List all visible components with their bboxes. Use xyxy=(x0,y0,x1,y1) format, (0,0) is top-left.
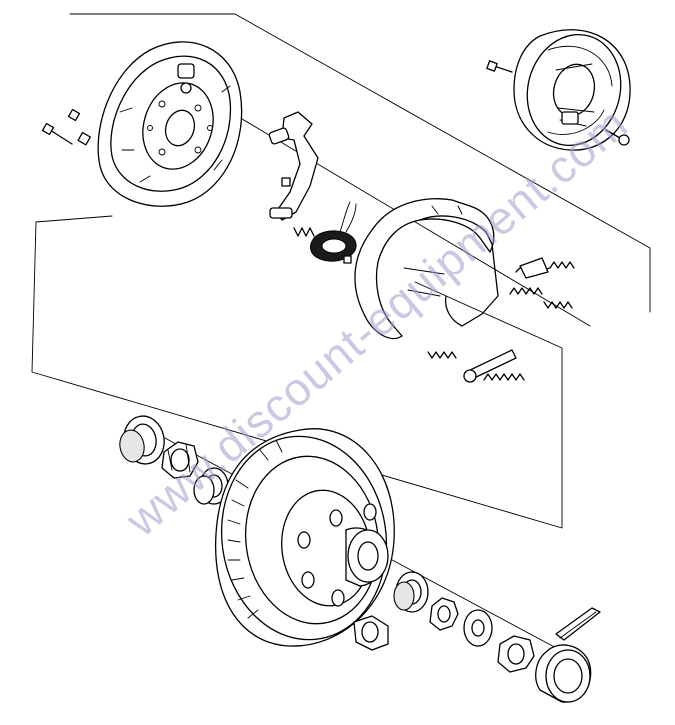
brake-backing-plate xyxy=(97,41,243,207)
actuating-lever xyxy=(268,111,319,221)
hold-down-springs xyxy=(427,301,573,359)
outer-bearing xyxy=(393,571,429,613)
dust-cap xyxy=(535,644,592,703)
assembled-brake-inset xyxy=(486,29,631,151)
adjuster-plate xyxy=(519,257,549,279)
bearing-cup xyxy=(193,467,229,505)
small-nut xyxy=(67,108,81,122)
spindle-nut xyxy=(497,635,535,673)
magnet xyxy=(310,201,357,262)
cotter-pin xyxy=(555,607,601,641)
axis-line-upper xyxy=(189,87,591,327)
brake-shoe xyxy=(354,198,499,340)
leader-box-lower xyxy=(31,215,563,529)
anchor-bolt xyxy=(41,122,91,146)
hub-drum xyxy=(214,428,395,647)
washer xyxy=(463,609,493,647)
grease-seal xyxy=(119,415,165,465)
inner-bearing xyxy=(161,441,199,479)
lug-nut xyxy=(353,615,389,651)
small-clip xyxy=(343,255,352,264)
wheel-studs xyxy=(297,503,377,607)
leader-box-upper xyxy=(69,13,651,313)
nut-retainer xyxy=(429,597,459,631)
magnet-spring xyxy=(293,227,315,237)
adjuster xyxy=(463,349,517,383)
